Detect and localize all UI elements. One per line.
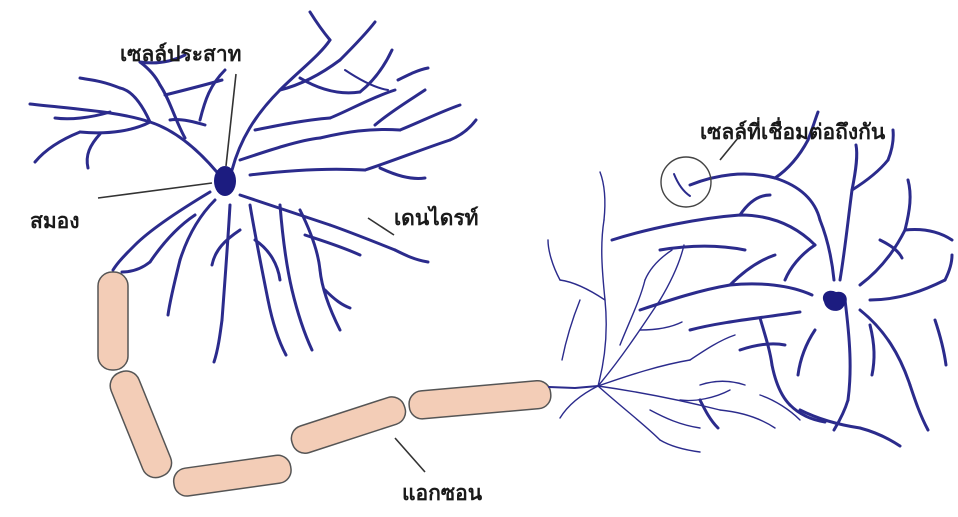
- leader-axon: [395, 438, 425, 472]
- myelin-segment: [106, 367, 176, 482]
- myelin-segment: [98, 272, 128, 370]
- label-axon: แอกซอน: [402, 483, 482, 504]
- axon-terminals: [548, 172, 800, 452]
- synapse-circle: [661, 157, 711, 207]
- leader-neuron: [226, 74, 236, 166]
- nucleus: [214, 166, 236, 196]
- label-neuron: เซลล์ประสาท: [120, 44, 242, 65]
- left-neuron-dendrites: [30, 12, 476, 362]
- leader-dendrite: [368, 218, 394, 235]
- label-nucleus: สมอง: [30, 211, 80, 232]
- myelin-segment: [288, 394, 409, 457]
- myelin-segment: [408, 380, 552, 420]
- leader-nucleus: [98, 183, 212, 198]
- right-neuron-dendrites: [612, 112, 952, 446]
- label-synapse: เซลล์ที่เชื่อมต่อถึงกัน: [700, 122, 885, 143]
- myelin-segment: [172, 454, 293, 498]
- nucleus-right: [823, 291, 847, 311]
- label-dendrite: เดนไดรท์: [394, 208, 479, 229]
